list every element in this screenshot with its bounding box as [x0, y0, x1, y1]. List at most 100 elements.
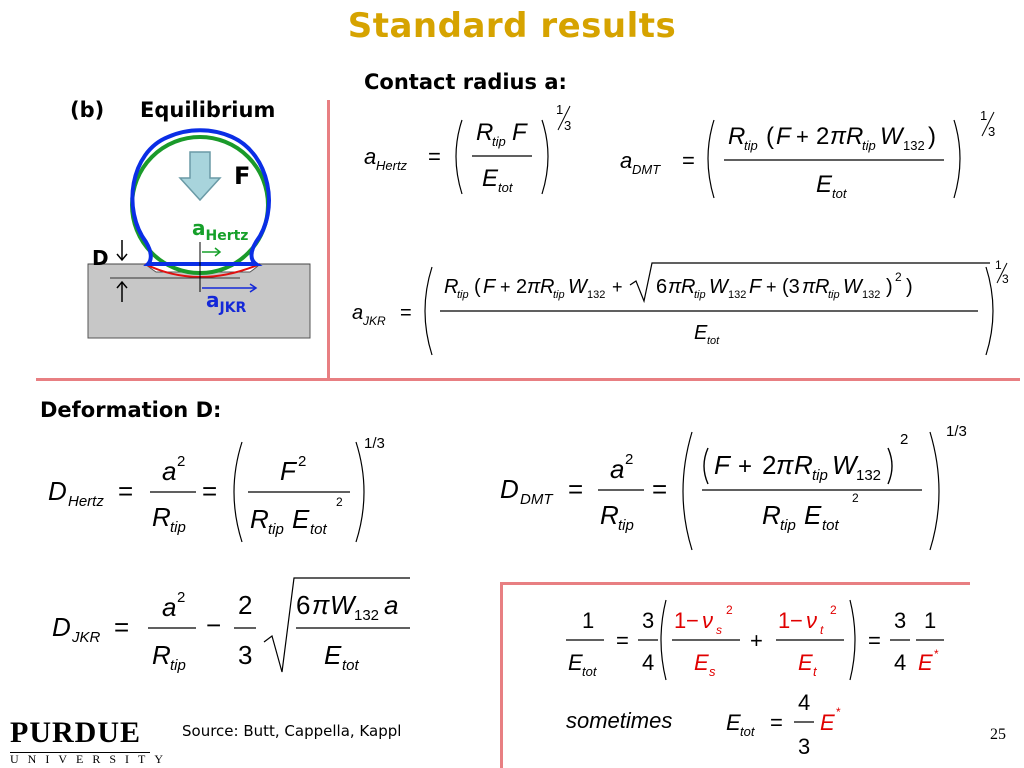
etot-approx-equation: E tot = 4 3 E *: [726, 690, 841, 759]
svg-text:=: =: [616, 628, 629, 653]
d-hertz-equation: D Hertz = a 2 R tip = F 2 R tip E tot 2 …: [48, 435, 385, 543]
sometimes-text: sometimes: [566, 708, 673, 733]
svg-text:3: 3: [1002, 272, 1009, 286]
svg-text:+: +: [766, 277, 777, 297]
svg-text:tip: tip: [828, 289, 840, 301]
svg-text:3: 3: [798, 734, 810, 759]
d-label: D: [92, 246, 109, 270]
svg-text:+: +: [738, 453, 752, 480]
d-arrow-down-icon: [116, 253, 128, 262]
a-jkr-equation: a JKR = R tip ( F + 2 π R tip W 132 + 6 …: [352, 258, 1009, 356]
svg-text:3: 3: [238, 640, 252, 670]
svg-text:R: R: [681, 276, 695, 298]
svg-text:+: +: [500, 277, 511, 297]
svg-text:a: a: [162, 456, 176, 486]
contact-radius-heading: Contact radius a:: [364, 70, 567, 94]
svg-text:W: W: [568, 276, 589, 298]
svg-text:3: 3: [988, 124, 995, 139]
d-arrow-up-icon: [116, 280, 128, 289]
svg-text:W: W: [330, 590, 357, 620]
svg-text:): ): [886, 276, 893, 298]
d-jkr-equation: D JKR = a 2 R tip − 2 3 6 π W 132 a E to…: [52, 577, 410, 674]
svg-text:+: +: [796, 124, 809, 149]
svg-text:E: E: [482, 165, 499, 192]
svg-text:1: 1: [995, 258, 1002, 272]
svg-text:tip: tip: [618, 517, 634, 534]
svg-text:132: 132: [862, 289, 880, 301]
svg-text:E: E: [726, 710, 741, 735]
svg-text:1: 1: [556, 102, 563, 117]
jkr-sphere: [130, 128, 271, 266]
svg-text:W: W: [832, 450, 859, 480]
svg-text:t: t: [820, 623, 824, 637]
svg-text:*: *: [934, 647, 939, 661]
svg-text:tip: tip: [862, 138, 876, 153]
svg-text:): ): [906, 276, 913, 298]
svg-text:6: 6: [656, 276, 667, 298]
svg-text:π: π: [830, 123, 847, 150]
svg-text:−: −: [686, 608, 699, 633]
svg-text:R: R: [540, 276, 554, 298]
svg-text:E: E: [568, 650, 583, 675]
svg-text:ν: ν: [806, 608, 817, 633]
svg-text:2: 2: [895, 270, 902, 284]
svg-text:tot: tot: [832, 186, 848, 201]
svg-text:): ): [928, 123, 936, 150]
svg-text:1: 1: [582, 608, 594, 633]
svg-text:*: *: [836, 705, 841, 719]
svg-text:E: E: [820, 710, 835, 735]
a-dmt-equation: a DMT = R tip ( F + 2 π R tip W 132 ) E …: [620, 108, 995, 201]
svg-text:a: a: [162, 592, 176, 622]
svg-text:a: a: [352, 302, 363, 324]
etot-divider-vertical: [500, 584, 503, 768]
equilibrium-diagram: (b) Equilibrium F D aHertz aJKR: [70, 92, 320, 352]
svg-text:R: R: [152, 502, 171, 532]
svg-text:DMT: DMT: [632, 162, 661, 177]
svg-text:=: =: [118, 476, 133, 506]
logo-main: PURDUE: [10, 716, 141, 749]
svg-text:s: s: [709, 664, 716, 679]
logo-sub: UNIVERSITY: [10, 752, 172, 766]
svg-text:2: 2: [298, 453, 306, 470]
a-hertz-arrow-icon: [214, 247, 222, 257]
svg-text:F: F: [280, 456, 298, 486]
source-text: Source: Butt, Cappella, Kappl: [182, 722, 402, 740]
svg-text:=: =: [868, 628, 881, 653]
svg-text:E: E: [918, 650, 933, 675]
a-hertz-label: aHertz: [192, 216, 248, 244]
svg-text:R: R: [600, 500, 619, 530]
svg-text:E: E: [694, 650, 709, 675]
svg-text:2: 2: [900, 431, 908, 448]
svg-text:R: R: [476, 119, 493, 146]
svg-text:=: =: [682, 148, 695, 173]
svg-text:t: t: [813, 664, 818, 679]
svg-text:2: 2: [238, 590, 252, 620]
svg-text:R: R: [250, 504, 269, 534]
svg-text:R: R: [152, 640, 171, 670]
svg-text:Hertz: Hertz: [68, 493, 104, 510]
svg-text:tot: tot: [707, 335, 720, 347]
svg-text:R: R: [846, 123, 863, 150]
svg-text:2: 2: [177, 453, 185, 470]
svg-text:F: F: [714, 450, 732, 480]
svg-text:tot: tot: [342, 657, 360, 674]
svg-text:132: 132: [728, 289, 746, 301]
svg-text:F: F: [512, 119, 528, 146]
svg-text:2: 2: [852, 491, 859, 505]
section-divider: [36, 378, 1020, 381]
etot-equation: 1 E tot = 3 4 1 − ν s 2 E s + 1 − ν t 2 …: [566, 599, 944, 681]
svg-text:W: W: [880, 123, 905, 150]
svg-text:R: R: [444, 276, 458, 298]
svg-text:1: 1: [980, 108, 987, 123]
svg-text:2: 2: [177, 589, 185, 606]
svg-text:E: E: [292, 504, 310, 534]
svg-text:π: π: [802, 276, 816, 298]
svg-text:4: 4: [798, 690, 810, 715]
etot-divider-horizontal: [500, 582, 970, 585]
svg-text:=: =: [202, 476, 217, 506]
svg-text:tip: tip: [812, 467, 828, 484]
svg-text:tot: tot: [822, 517, 840, 534]
svg-text:1/3: 1/3: [946, 423, 967, 440]
svg-text:E: E: [798, 650, 813, 675]
svg-text:a: a: [384, 590, 398, 620]
